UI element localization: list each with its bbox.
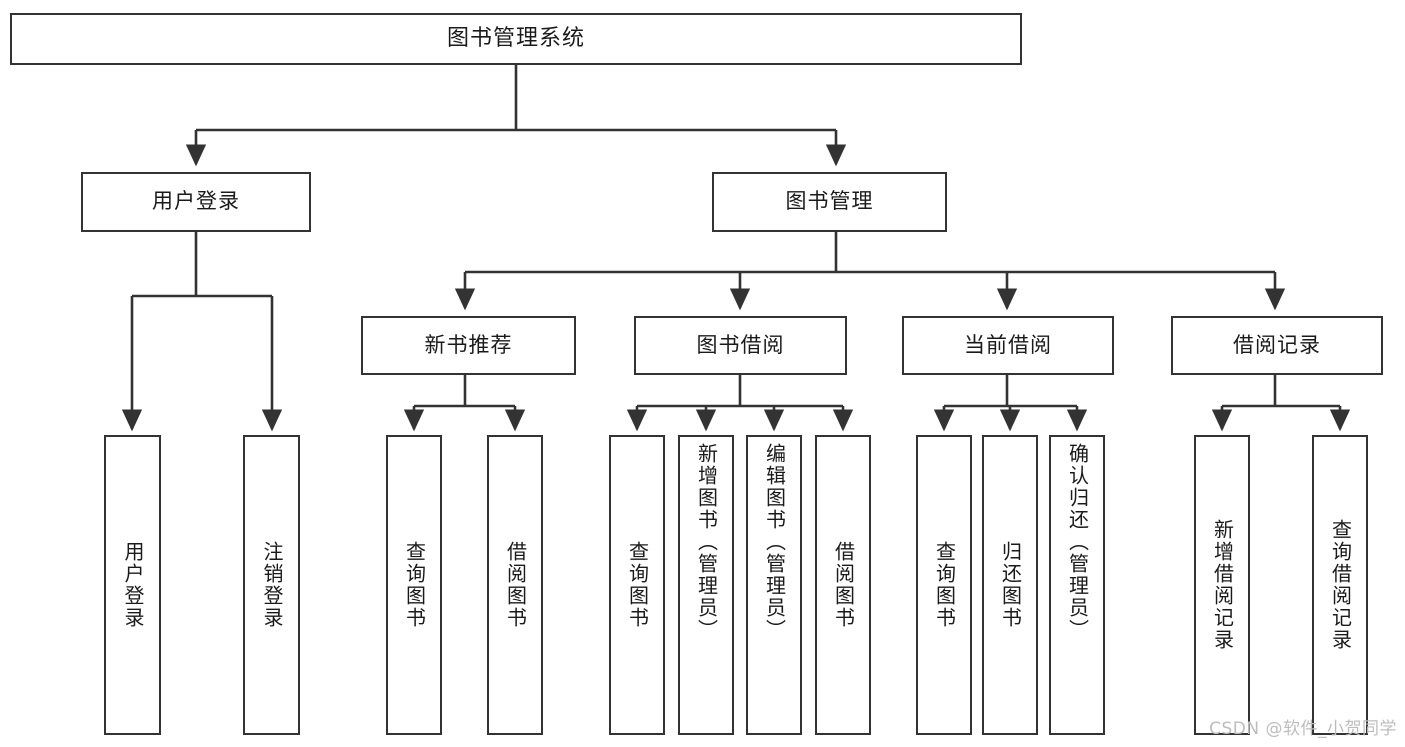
leaf-label: 新增借阅记录: [1210, 519, 1235, 651]
node-book-management[interactable]: 图书管理: [712, 172, 947, 232]
leaf-label: 确认归还（管理员）: [1065, 443, 1090, 641]
node-user-login-label: 用户登录: [152, 189, 240, 214]
node-root-system[interactable]: 图书管理系统: [10, 13, 1022, 65]
leaf-book-borrow-borrow[interactable]: 借阅图书: [815, 435, 871, 735]
node-new-book-recommend[interactable]: 新书推荐: [361, 316, 576, 375]
leaf-label: 查询图书: [625, 541, 650, 629]
node-book-borrow-label: 图书借阅: [696, 332, 785, 357]
leaf-book-borrow-query[interactable]: 查询图书: [609, 435, 665, 735]
leaf-label: 用户登录: [121, 541, 145, 629]
leaf-label: 注销登录: [260, 541, 284, 629]
leaf-label: 借阅图书: [503, 541, 528, 629]
node-user-login[interactable]: 用户登录: [81, 172, 311, 232]
leaf-label: 编辑图书（管理员）: [762, 443, 787, 641]
leaf-borrow-record-add[interactable]: 新增借阅记录: [1194, 435, 1250, 735]
node-new-book-recommend-label: 新书推荐: [424, 332, 513, 357]
node-root-label: 图书管理系统: [446, 25, 585, 51]
node-current-borrow[interactable]: 当前借阅: [902, 316, 1114, 375]
leaf-label: 查询借阅记录: [1328, 519, 1353, 651]
leaf-user-login-login[interactable]: 用户登录: [104, 435, 161, 735]
node-book-management-label: 图书管理: [785, 189, 874, 214]
leaf-current-borrow-confirm-return[interactable]: 确认归还（管理员）: [1049, 435, 1105, 735]
leaf-label: 新增图书（管理员）: [694, 443, 719, 641]
leaf-new-book-query[interactable]: 查询图书: [386, 435, 442, 735]
leaf-current-borrow-return[interactable]: 归还图书: [982, 435, 1038, 735]
leaf-book-borrow-edit[interactable]: 编辑图书（管理员）: [746, 435, 802, 735]
leaf-label: 归还图书: [998, 541, 1023, 629]
leaf-current-borrow-query[interactable]: 查询图书: [916, 435, 972, 735]
node-borrow-record[interactable]: 借阅记录: [1171, 316, 1383, 375]
leaf-new-book-borrow[interactable]: 借阅图书: [487, 435, 543, 735]
csdn-watermark: CSDN @软件_小贺同学: [1209, 719, 1397, 739]
leaf-label: 借阅图书: [831, 541, 856, 629]
leaf-label: 查询图书: [402, 541, 427, 629]
node-book-borrow[interactable]: 图书借阅: [634, 316, 847, 375]
node-borrow-record-label: 借阅记录: [1233, 332, 1321, 357]
leaf-book-borrow-add[interactable]: 新增图书（管理员）: [678, 435, 734, 735]
leaf-borrow-record-query[interactable]: 查询借阅记录: [1312, 435, 1368, 735]
leaf-user-login-logout[interactable]: 注销登录: [243, 435, 300, 735]
leaf-label: 查询图书: [932, 541, 957, 629]
node-current-borrow-label: 当前借阅: [964, 332, 1052, 357]
